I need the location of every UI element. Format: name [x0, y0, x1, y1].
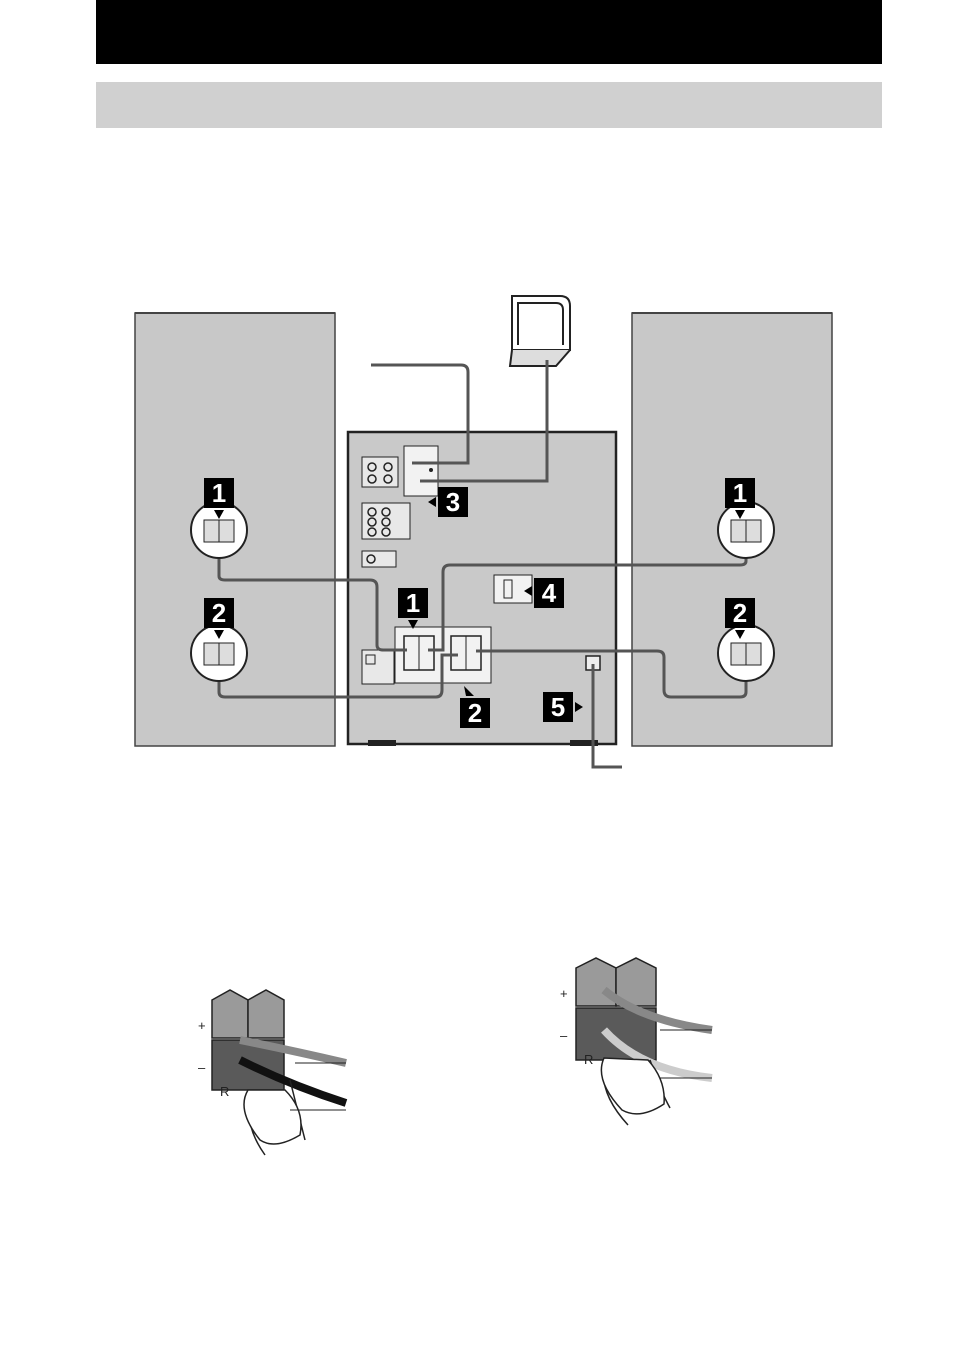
svg-text:1: 1: [733, 478, 747, 508]
right-front-terminal-bottom: [718, 625, 774, 681]
left-minus-label: –: [198, 1060, 206, 1075]
am-loop-antenna: [510, 296, 570, 366]
svg-text:4: 4: [542, 578, 557, 608]
right-plus-label: +: [560, 986, 568, 1001]
svg-text:1: 1: [212, 478, 226, 508]
left-side-label: R: [220, 1084, 229, 1099]
right-side-label: R: [584, 1052, 593, 1067]
callout-unit-1: 1: [398, 588, 428, 618]
callout-unit-4: 4: [534, 578, 564, 608]
callout-left-2: 2: [204, 598, 234, 628]
right-front-terminal-top: [718, 502, 774, 558]
terminal-illustration-right: + – R: [560, 958, 712, 1125]
callout-unit-5: 5: [543, 692, 573, 722]
callout-right-2: 2: [725, 598, 755, 628]
callout-left-1: 1: [204, 478, 234, 508]
svg-text:1: 1: [406, 588, 420, 618]
svg-text:2: 2: [468, 698, 482, 728]
svg-text:2: 2: [733, 598, 747, 628]
svg-text:2: 2: [212, 598, 226, 628]
callout-unit-2: 2: [460, 698, 490, 728]
terminal-illustration-left: + – R: [198, 990, 346, 1155]
svg-text:3: 3: [446, 487, 460, 517]
callout-unit-3: 3: [438, 487, 468, 517]
callout-right-1: 1: [725, 478, 755, 508]
left-plus-label: +: [198, 1018, 206, 1033]
svg-text:5: 5: [551, 692, 565, 722]
right-minus-label: –: [560, 1028, 568, 1043]
